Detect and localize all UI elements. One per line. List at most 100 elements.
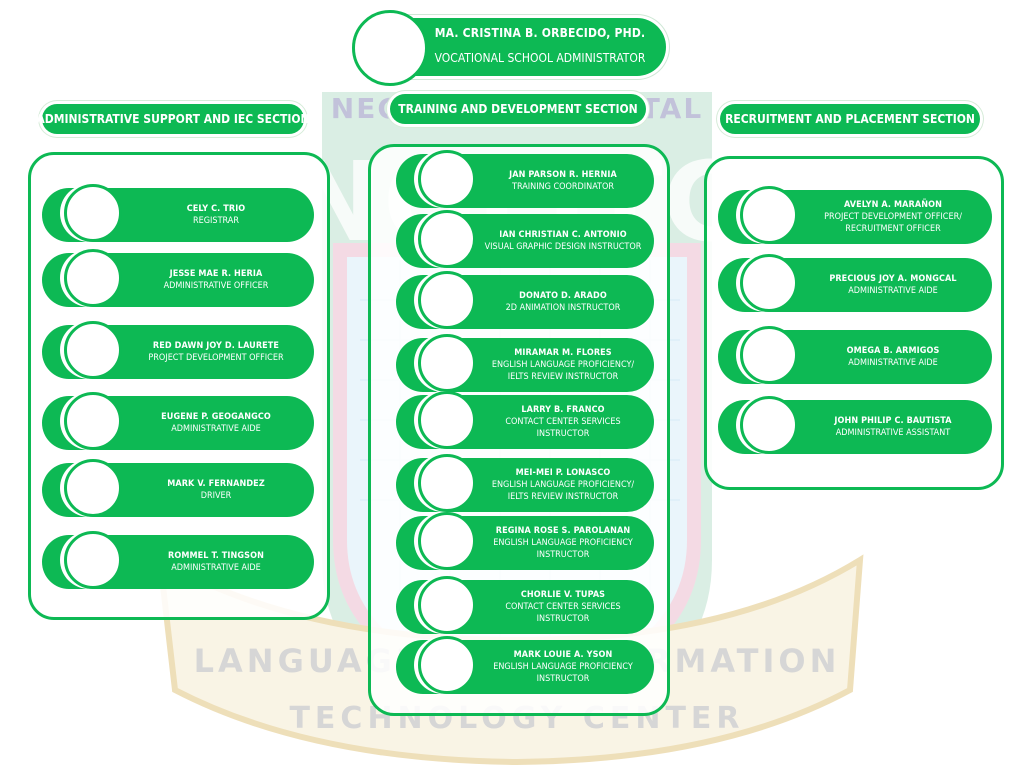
member-card: PRECIOUS JOY A. MONGCAL ADMINISTRATIVE AI… [718,254,992,312]
member-text: CELY C. TRIO REGISTRAR [126,188,306,242]
section-title-recruitment: RECRUITMENT AND PLACEMENT SECTION [720,104,980,134]
member-photo [418,150,476,208]
member-role: 2D ANIMATION INSTRUCTOR [505,303,621,313]
section-title-training: TRAINING AND DEVELOPMENT SECTION [390,94,646,124]
member-card: ROMMEL T. TINGSON ADMINISTRATIVE AIDE [42,531,314,589]
member-name: MIRAMAR M. FLORES [514,347,612,358]
member-name: JAN PARSON R. HERNIA [509,169,617,180]
member-name: RED DAWN JOY D. LAURETE [152,340,280,351]
member-name: JOHN PHILIP C. BAUTISTA [834,415,952,426]
member-name: CELY C. TRIO [186,203,246,214]
member-text: PRECIOUS JOY A. MONGCAL ADMINISTRATIVE AI… [802,258,984,312]
administrator-role: VOCATIONAL SCHOOL ADMINISTRATOR [434,51,646,65]
member-photo [64,459,122,517]
member-photo [64,249,122,307]
member-name: IAN CHRISTIAN C. ANTONIO [499,229,627,240]
member-role: ADMINISTRATIVE AIDE [171,424,261,434]
member-name: MARK V. FERNANDEZ [167,478,265,489]
member-photo [418,210,476,268]
member-photo [740,396,798,454]
member-card: CELY C. TRIO REGISTRAR [42,184,314,242]
member-text: EUGENE P. GEOGANGCO ADMINISTRATIVE AIDE [126,396,306,450]
member-card: EUGENE P. GEOGANGCO ADMINISTRATIVE AIDE [42,392,314,450]
member-photo [64,531,122,589]
member-role: PROJECT DEVELOPMENT OFFICER [148,353,284,363]
member-photo [418,576,476,634]
member-name: LARRY B. FRANCO [521,404,605,415]
member-photo [418,391,476,449]
member-name: EUGENE P. GEOGANGCO [161,411,271,422]
member-photo [740,254,798,312]
member-role: IELTS REVIEW INSTRUCTOR [507,492,619,503]
member-text: IAN CHRISTIAN C. ANTONIO VISUAL GRAPHIC D… [480,214,646,268]
member-name: CHORLIE V. TUPAS [520,589,606,600]
member-text: OMEGA B. ARMIGOS ADMINISTRATIVE AIDE [802,330,984,384]
member-text: JESSE MAE R. HERIA ADMINISTRATIVE OFFICER [126,253,306,307]
member-role: ADMINISTRATIVE ASSISTANT [835,428,951,438]
member-role: ADMINISTRATIVE AIDE [848,286,938,296]
member-photo [418,636,476,694]
member-text: JOHN PHILIP C. BAUTISTA ADMINISTRATIVE AS… [802,400,984,454]
member-role: PROJECT DEVELOPMENT OFFICER/ [824,211,962,222]
member-card: OMEGA B. ARMIGOS ADMINISTRATIVE AIDE [718,326,992,384]
member-card: RED DAWN JOY D. LAURETE PROJECT DEVELOPME… [42,321,314,379]
member-card: DONATO D. ARADO 2D ANIMATION INSTRUCTOR [396,271,654,329]
member-role: ENGLISH LANGUAGE PROFICIENCY/ [491,359,635,370]
member-card: JAN PARSON R. HERNIA TRAINING COORDINATOR [396,150,654,208]
administrator-name: MA. CRISTINA B. ORBECIDO, PHD. [434,26,646,40]
member-photo [418,512,476,570]
member-text: MARK V. FERNANDEZ DRIVER [126,463,306,517]
member-card: JOHN PHILIP C. BAUTISTA ADMINISTRATIVE AS… [718,396,992,454]
member-name: MEI-MEI P. LONASCO [515,467,611,478]
member-name: DONATO D. ARADO [519,290,607,301]
member-text: JAN PARSON R. HERNIA TRAINING COORDINATOR [480,154,646,208]
member-text: ROMMEL T. TINGSON ADMINISTRATIVE AIDE [126,535,306,589]
member-role: CONTACT CENTER SERVICES INSTRUCTOR [505,601,621,625]
member-name: AVELYN A. MARAÑON [844,199,942,210]
member-text: DONATO D. ARADO 2D ANIMATION INSTRUCTOR [480,275,646,329]
member-card: JESSE MAE R. HERIA ADMINISTRATIVE OFFICER [42,249,314,307]
member-role: ADMINISTRATIVE AIDE [848,358,938,368]
member-photo [418,454,476,512]
member-role: ADMINISTRATIVE OFFICER [163,281,269,291]
member-card: IAN CHRISTIAN C. ANTONIO VISUAL GRAPHIC D… [396,210,654,268]
member-photo [418,271,476,329]
member-photo [740,186,798,244]
member-role: DRIVER [200,491,232,501]
member-role: TRAINING COORDINATOR [512,182,614,192]
administrator-photo [352,10,428,86]
member-role: ENGLISH LANGUAGE PROFICIENCY/ [491,479,635,490]
member-name: PRECIOUS JOY A. MONGCAL [829,273,957,284]
member-photo [64,321,122,379]
member-card: MARK V. FERNANDEZ DRIVER [42,459,314,517]
member-role: VISUAL GRAPHIC DESIGN INSTRUCTOR [484,242,642,252]
administrator-box: MA. CRISTINA B. ORBECIDO, PHD. VOCATIONA… [352,10,666,86]
member-photo [740,326,798,384]
member-role: REGISTRAR [193,216,239,226]
member-role: ADMINISTRATIVE AIDE [171,563,261,573]
member-name: REGINA ROSE S. PAROLANAN [495,525,631,536]
member-role: ENGLISH LANGUAGE PROFICIENCY INSTRUCTOR [493,661,633,685]
member-name: OMEGA B. ARMIGOS [846,345,940,356]
member-photo [64,184,122,242]
member-role: CONTACT CENTER SERVICES INSTRUCTOR [505,416,621,440]
member-role: ENGLISH LANGUAGE PROFICIENCY INSTRUCTOR [493,537,633,561]
member-name: JESSE MAE R. HERIA [169,268,263,279]
member-name: ROMMEL T. TINGSON [168,550,264,561]
member-text: RED DAWN JOY D. LAURETE PROJECT DEVELOPME… [126,325,306,379]
section-title-admin: ADMINISTRATIVE SUPPORT AND IEC SECTION [36,104,310,134]
member-role: IELTS REVIEW INSTRUCTOR [507,372,619,383]
